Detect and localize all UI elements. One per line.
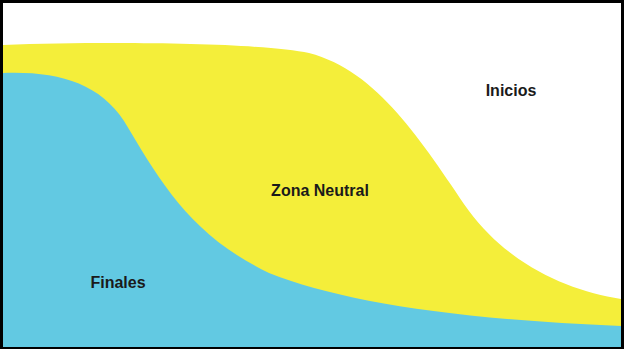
end-region-fill bbox=[3, 73, 621, 347]
region-label-holder: Inicios bbox=[486, 81, 537, 100]
start-region-fill bbox=[3, 3, 621, 347]
region-label: Zona Neutral bbox=[271, 181, 369, 200]
end-region: Finales bbox=[3, 3, 621, 347]
region-label: Inicios bbox=[486, 81, 537, 100]
end-region-shape bbox=[3, 3, 621, 347]
diagram-stage: IniciosZona NeutralFinales bbox=[3, 3, 621, 347]
neutral-zone-band-fill bbox=[3, 43, 621, 347]
region-label-holder: Zona Neutral bbox=[271, 181, 369, 200]
region-label-holder: Finales bbox=[90, 273, 145, 292]
region-label: Finales bbox=[90, 273, 145, 292]
